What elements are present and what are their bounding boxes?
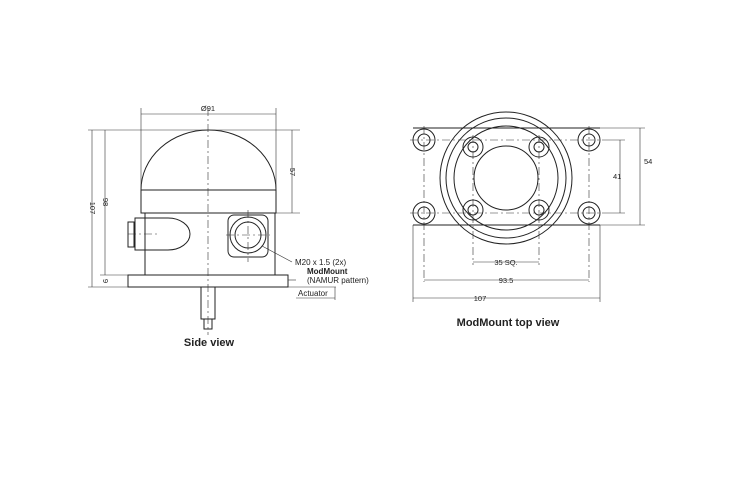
left-boss-cap <box>127 221 135 248</box>
dim-body-height: 98 <box>101 198 110 206</box>
center-bore <box>473 145 539 211</box>
mount-label: ModMount <box>307 267 348 276</box>
dim-square: 35 SQ. <box>494 258 517 267</box>
dim-outer-vertical: 54 <box>644 157 652 166</box>
dim-diameter: Ø91 <box>201 104 215 113</box>
dim-overall-width: 107 <box>474 294 487 303</box>
dim-dome-height: 57 <box>288 168 297 176</box>
dim-total-height: 107 <box>88 202 97 215</box>
body <box>144 212 276 276</box>
inner-holes <box>462 136 550 221</box>
left-boss <box>134 217 191 251</box>
side-view-title: Side view <box>184 337 235 349</box>
conduit-label: M20 x 1.5 (2x) <box>295 258 346 267</box>
dim-hole-span: 93.5 <box>499 276 514 285</box>
actuator-label: Actuator <box>298 289 328 298</box>
dome <box>140 129 277 191</box>
top-view-title: ModMount top view <box>457 317 560 329</box>
dim-inner-vertical: 41 <box>613 172 621 181</box>
top-view-drawing <box>410 111 645 302</box>
dome-band <box>140 189 277 214</box>
outer-ring <box>439 111 573 245</box>
mount-sublabel: (NAMUR pattern) <box>307 276 369 285</box>
side-view-drawing <box>88 108 336 335</box>
dim-plate: 9 <box>101 279 110 283</box>
